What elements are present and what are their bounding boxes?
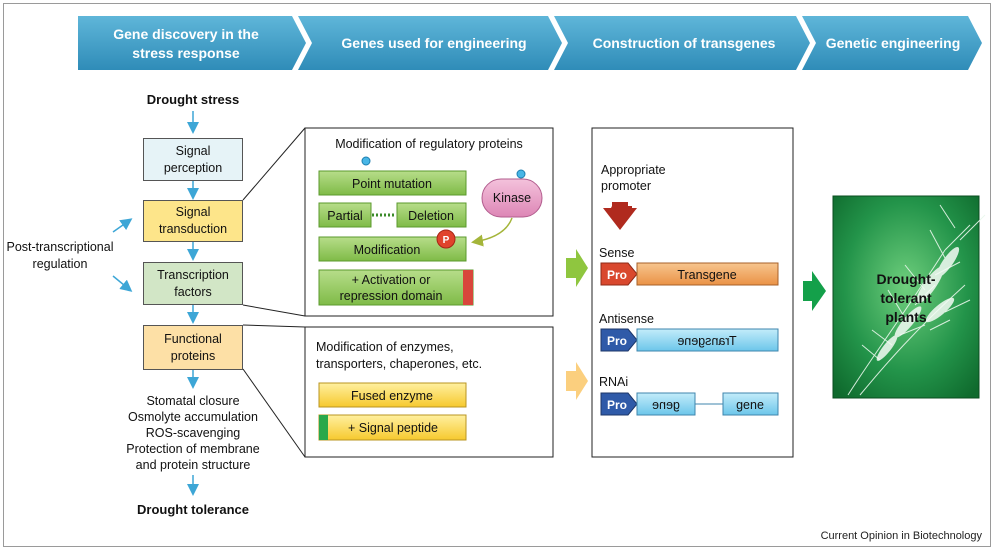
modification-label: Modification [354,243,421,257]
point-mutation-bar [318,170,467,196]
figure-frame [3,3,991,547]
credit-line: Current Opinion in Biotechnology [820,530,982,542]
kinase-shape [481,178,543,218]
promoter-label-line2: promoter [601,179,651,193]
post-transcriptional-line2: regulation [33,257,88,271]
antisense-pro-label: Pro [607,334,627,348]
rnai-gene-label: gene [736,398,764,412]
activation-label-line2: repression domain [340,289,443,303]
header-step-1-line1: Gene discovery in the [113,26,259,42]
drought-stress-label: Drought stress [147,92,239,107]
effect-3: ROS-scavenging [146,426,241,440]
header-step-1-line2: stress response [132,45,240,61]
plant-image [832,195,986,399]
signal-peptide-bar [318,414,467,441]
arrow-to-plants [803,271,826,311]
deletion-label: Deletion [408,209,454,223]
effect-5: and protein structure [136,458,251,472]
post-transcriptional-line1: Post-transcriptional [7,240,114,254]
activation-domain-tag [463,270,473,305]
transcription-factors-box: Transcription factors [143,262,243,305]
sense-transgene-bar [636,262,779,286]
fused-enzyme-bar [318,382,467,408]
arrow-post-to-transduction [112,218,133,233]
point-mutation-label: Point mutation [352,177,432,191]
antisense-promoter [600,328,638,352]
rnai-label: RNAi [599,375,628,389]
signal-transduction-box: Signal transduction [143,200,243,242]
promoter-stem [612,202,628,210]
activation-label-line1: + Activation or [352,273,431,287]
signal-perception-line1: Signal [175,143,211,158]
header-step-2-label: Genes used for engineering [341,35,526,51]
zoom-line-top-1 [242,127,306,201]
signal-transduction-line2: transduction [158,222,228,236]
header-step-1 [78,16,306,70]
enzyme-panel-title-line1: Modification of enzymes, [316,340,454,354]
arrow-to-constructs-green [566,249,588,287]
plants-label-line3: plants [885,309,926,325]
effect-4: Protection of membrane [126,442,259,456]
effect-1: Stomatal closure [146,394,239,408]
enzyme-panel-title-line2: transporters, chaperones, etc. [316,357,482,371]
rnai-promoter [600,392,638,416]
transcription-factors-line2: factors [174,284,212,299]
effect-2: Osmolyte accumulation [128,410,258,424]
signal-perception-box: Signal perception [143,138,243,181]
drought-tolerance-label: Drought tolerance [137,502,249,517]
rnai-gene-bar [722,392,779,416]
header-step-3 [554,16,810,70]
signal-transduction-line1: Signal [175,205,211,219]
partial-bar [318,202,372,228]
signal-peptide-tag [319,415,328,440]
header-step-4-label: Genetic engineering [826,35,961,51]
partial-label: Partial [327,209,362,223]
signal-peptide-label: + Signal peptide [348,421,438,435]
kinase-arrow [471,217,513,247]
promoter-down-icon [603,208,637,230]
header-step-4 [802,16,982,70]
plants-label-line1: Drought- [876,271,935,287]
sense-label: Sense [599,246,634,260]
kinase-label: Kinase [493,191,531,205]
header-step-3-label: Construction of transgenes [593,35,776,51]
functional-proteins-box: Functional proteins [143,325,243,370]
functional-proteins-line2: proteins [170,348,216,363]
transcription-factors-line1: Transcription [157,267,229,282]
zoom-line-top-2 [242,304,306,317]
kinase-dot-icon [516,169,526,179]
header-step-2 [298,16,562,70]
rnai-pro-label: Pro [607,398,627,412]
sense-transgene-label: Transgene [677,268,736,282]
phosphosite-dot-icon [361,156,371,166]
deletion-bar [396,202,467,228]
plants-label-line2: tolerant [880,290,932,306]
regulatory-panel-title: Modification of regulatory proteins [335,137,523,151]
zoom-line-bottom-1 [242,324,306,328]
arrow-post-to-tf [112,275,133,292]
phosphate-label: P [443,235,450,246]
rnai-gene-reversed-label: gene [652,398,680,412]
phosphate-icon [436,229,456,249]
zoom-line-bottom-2 [242,368,306,458]
antisense-transgene-label: Transgene [677,334,736,348]
functional-proteins-line1: Functional [164,331,222,346]
signal-perception-line2: perception [163,160,223,175]
arrow-to-constructs-peach [566,362,588,400]
fused-enzyme-label: Fused enzyme [351,389,433,403]
antisense-label: Antisense [599,312,654,326]
sense-promoter [600,262,638,286]
sense-pro-label: Pro [607,268,627,282]
promoter-label-line1: Appropriate [601,163,666,177]
antisense-transgene-bar [636,328,779,352]
